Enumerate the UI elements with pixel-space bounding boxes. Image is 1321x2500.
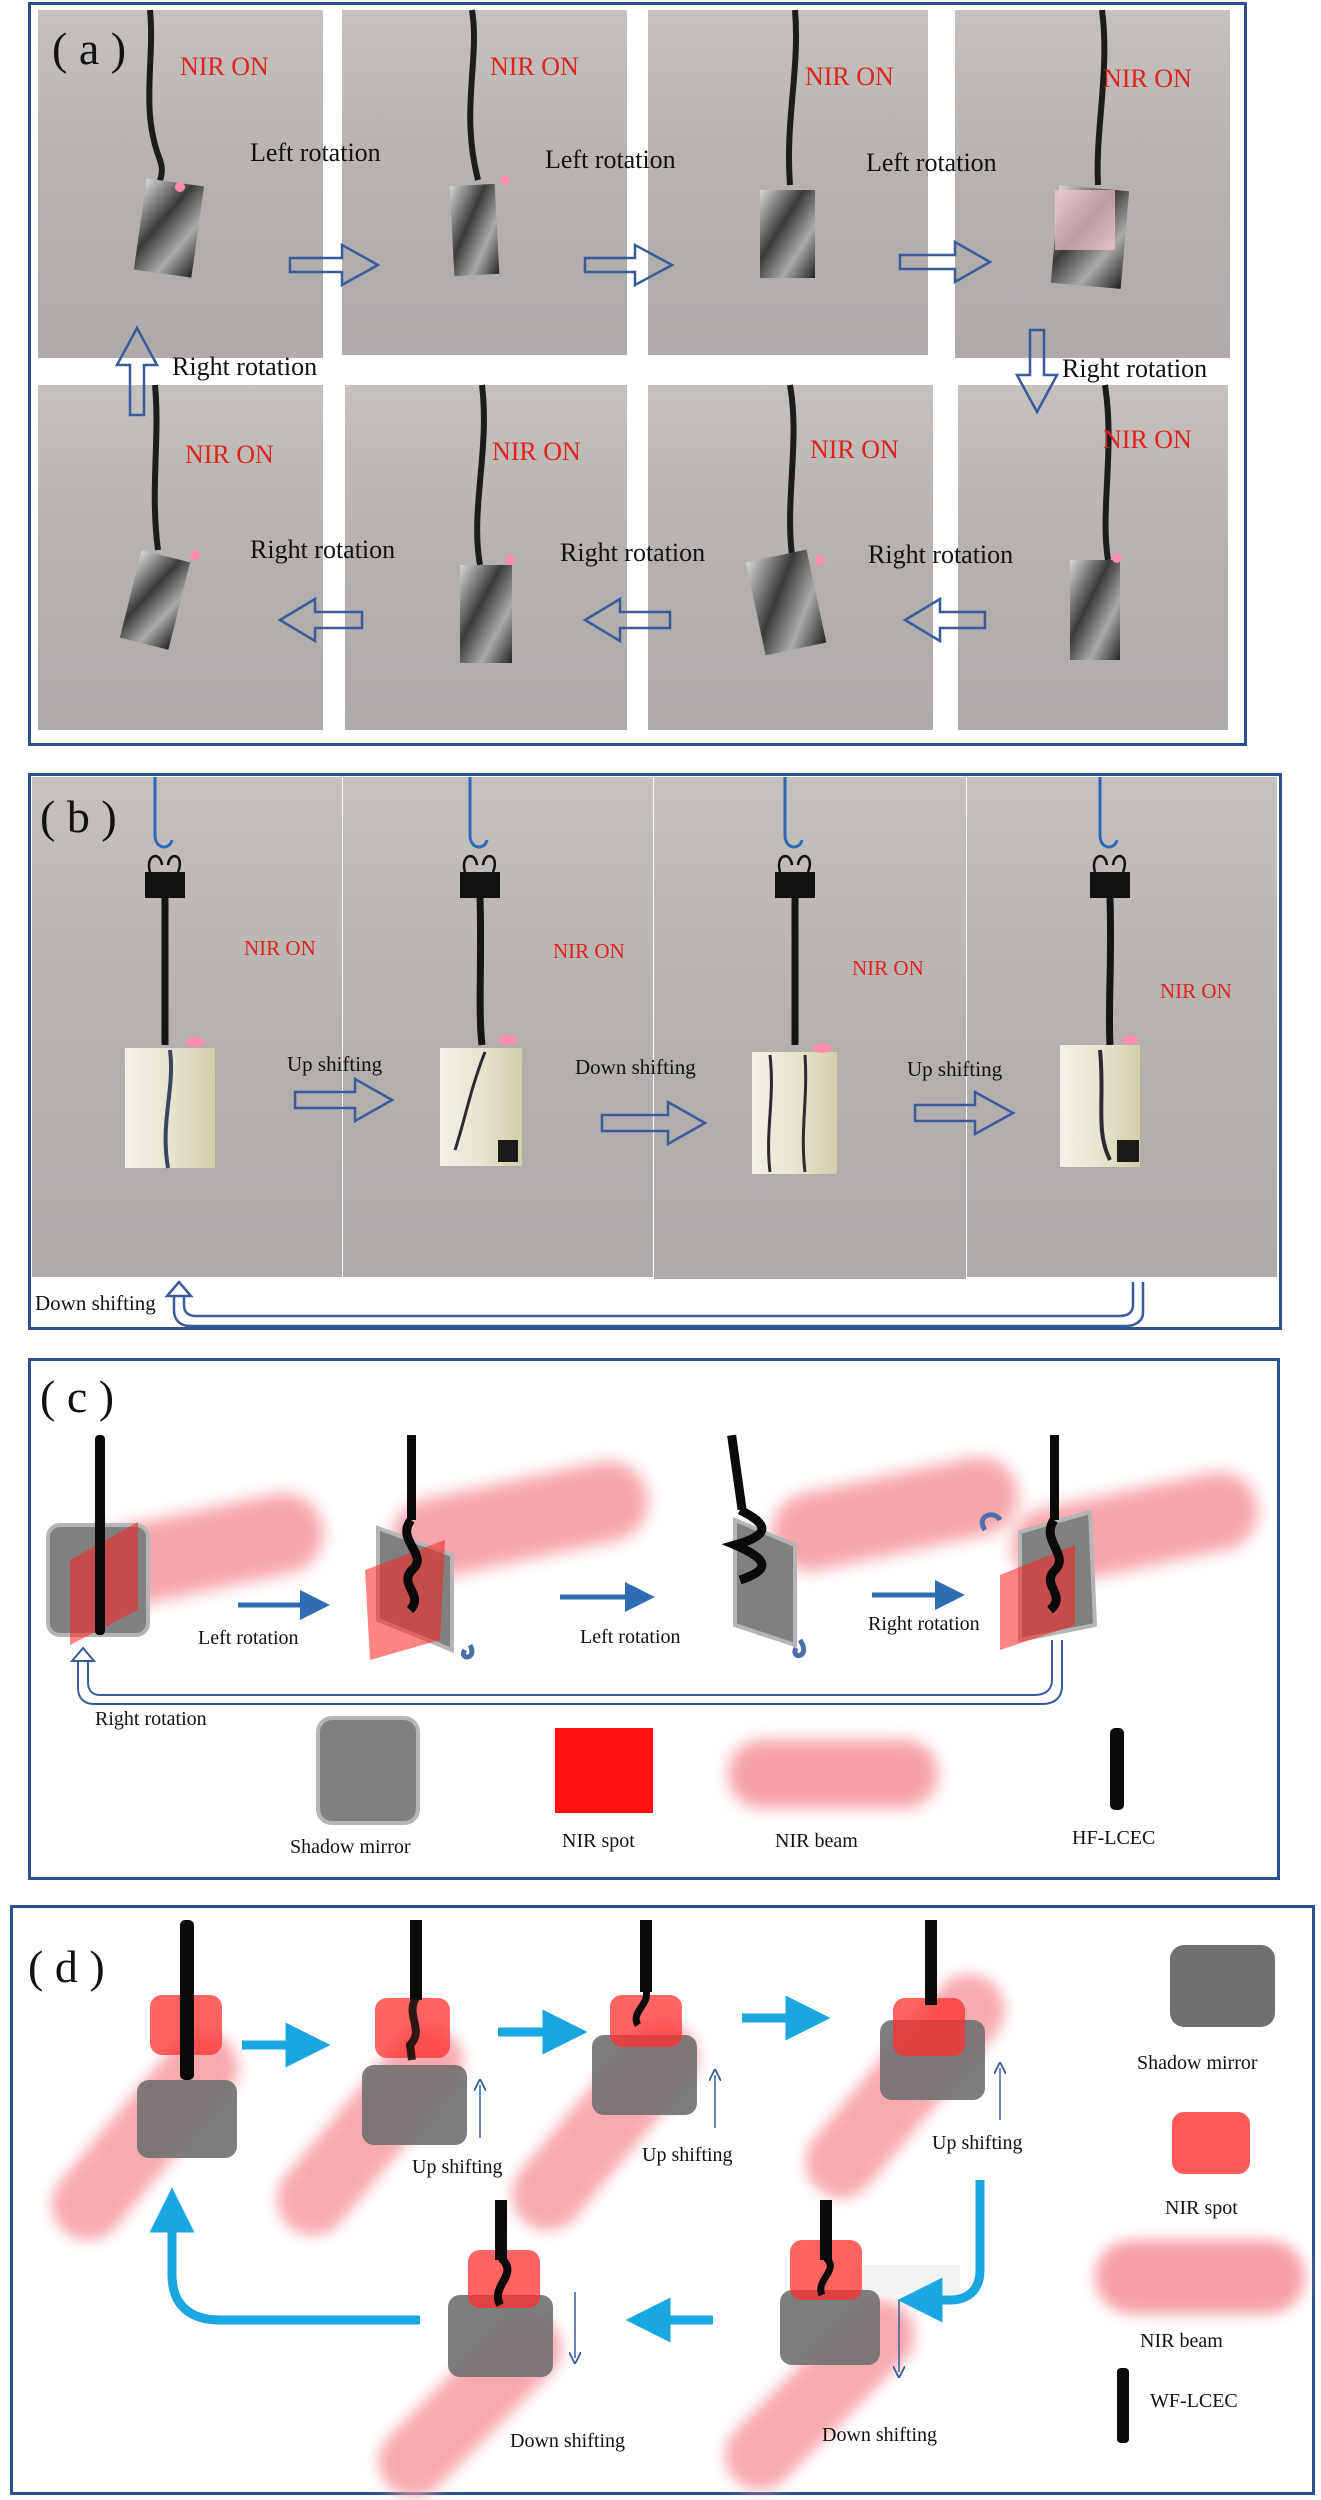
up-shifting-label: Up shifting (907, 1057, 1003, 1081)
shadow-mirror-legend-icon (1170, 1945, 1275, 2027)
legend-shadow-mirror: Shadow mirror (290, 1836, 411, 1858)
nir-on-label: NIR ON (180, 52, 269, 81)
left-rotation-label: Left rotation (250, 138, 381, 167)
down-shifting-label: Down shifting (822, 2424, 937, 2446)
left-rotation-label: Left rotation (866, 148, 997, 177)
nir-spot-legend-icon (1172, 2112, 1250, 2174)
nir-on-label: NIR ON (553, 939, 625, 963)
nir-on-label: NIR ON (185, 440, 274, 469)
fiber-legend-icon (1117, 2368, 1129, 2443)
nir-on-label: NIR ON (1103, 64, 1192, 93)
left-rotation-label: Left rotation (545, 145, 676, 174)
nir-on-label: NIR ON (810, 435, 899, 464)
nir-on-label: NIR ON (244, 936, 316, 960)
nir-on-label: NIR ON (1160, 979, 1232, 1003)
up-shifting-label: Up shifting (642, 2144, 733, 2166)
nir-on-label: NIR ON (852, 956, 924, 980)
nir-beam-legend-icon (728, 1740, 938, 1808)
panel-c-label: ( c ) (40, 1371, 115, 1422)
legend-nir-spot: NIR spot (562, 1830, 635, 1852)
right-rotation-label: Right rotation (868, 540, 1014, 569)
photo-a2 (342, 10, 627, 355)
left-rotation-label: Left rotation (198, 1627, 299, 1649)
photo-b1 (32, 777, 342, 1277)
right-rotation-label: Right rotation (560, 538, 706, 567)
photo-b4 (967, 777, 1277, 1277)
legend-nir-beam: NIR beam (775, 1830, 858, 1852)
nir-on-label: NIR ON (490, 52, 579, 81)
nir-spot-legend-icon (555, 1728, 653, 1813)
legend-fiber: WF-LCEC (1150, 2390, 1238, 2412)
legend-nir-spot: NIR spot (1165, 2197, 1238, 2219)
photo-a4 (955, 10, 1230, 358)
panel-d-label: ( d ) (28, 1941, 105, 1992)
shadow-mirror-legend-icon (316, 1716, 420, 1825)
nir-on-label: NIR ON (492, 437, 581, 466)
photo-b2 (343, 777, 653, 1277)
up-shifting-label: Up shifting (287, 1052, 383, 1076)
up-shifting-label: Up shifting (932, 2132, 1023, 2154)
right-rotation-label: Right rotation (868, 1613, 980, 1635)
panel-a-label: ( a ) (52, 23, 127, 74)
right-rotation-label: Right rotation (95, 1708, 207, 1730)
down-shifting-label: Down shifting (35, 1291, 156, 1315)
nir-on-label: NIR ON (1103, 425, 1192, 454)
nir-on-label: NIR ON (805, 62, 894, 91)
legend-shadow-mirror: Shadow mirror (1137, 2052, 1258, 2074)
right-rotation-label: Right rotation (250, 535, 396, 564)
panel-b-label: ( b ) (40, 791, 117, 842)
down-shifting-label: Down shifting (575, 1055, 696, 1079)
photo-a5 (38, 385, 323, 730)
photo-a8 (958, 385, 1228, 730)
right-rotation-label: Right rotation (172, 352, 318, 381)
down-shifting-label: Down shifting (510, 2430, 625, 2452)
fiber-legend-icon (1110, 1728, 1124, 1810)
nir-beam-legend-icon (1095, 2240, 1305, 2314)
legend-nir-beam: NIR beam (1140, 2330, 1223, 2352)
right-rotation-label: Right rotation (1062, 354, 1208, 383)
left-rotation-label: Left rotation (580, 1626, 681, 1648)
up-shifting-label: Up shifting (412, 2156, 503, 2178)
legend-fiber: HF-LCEC (1072, 1827, 1156, 1849)
